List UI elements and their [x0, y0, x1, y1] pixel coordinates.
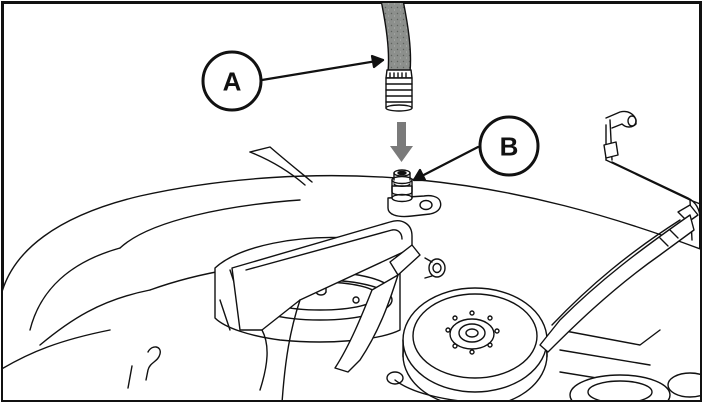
callout-b: B: [478, 115, 540, 177]
idler-arm: [231, 220, 446, 400]
lower-deck-parts: [386, 329, 700, 400]
leader-a-head: [370, 54, 385, 69]
callout-b-circle: [478, 115, 540, 177]
callout-a-label: A: [223, 67, 242, 97]
grease-fitting: [387, 169, 442, 218]
grease-hose: [380, 3, 413, 112]
callout-a: A: [201, 50, 263, 112]
leader-a: [260, 58, 385, 82]
leader-b-head: [412, 168, 427, 182]
down-arrow-icon: [390, 122, 413, 162]
pulley: [402, 287, 548, 400]
callout-leaders: [260, 54, 480, 182]
callout-a-circle: [201, 50, 263, 112]
leader-b: [412, 145, 480, 182]
lift-rod: [539, 110, 700, 353]
callout-b-label: B: [500, 132, 519, 162]
